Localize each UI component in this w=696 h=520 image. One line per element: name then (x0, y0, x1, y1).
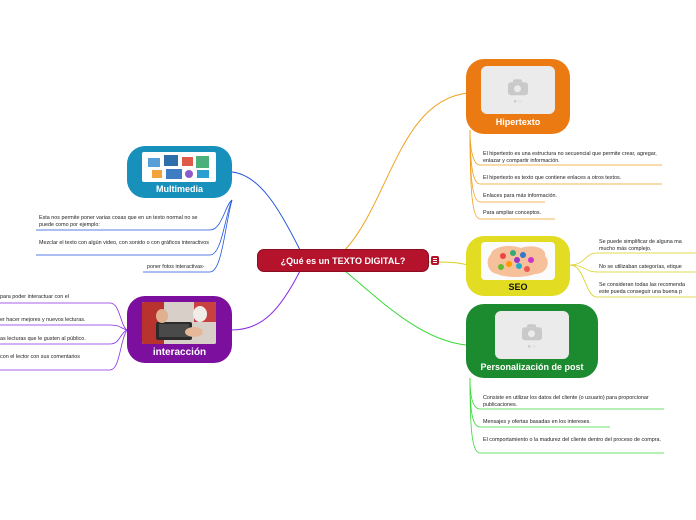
topic-interaccion[interactable]: interacción (127, 296, 232, 363)
personalizacion-item-2: Mensajes y ofertas basadas en los intere… (483, 419, 591, 425)
multimedia-item-3: poner fotos interactivas- (147, 264, 205, 270)
personalizacion-item-1: Consiste en utilizar los datos del clien… (483, 395, 649, 408)
interaccion-item-2: er hacer mejores y nuevos lecturas. (0, 317, 86, 323)
central-topic-label: ¿Qué es un TEXTO DIGITAL? (280, 255, 406, 266)
topic-interaccion-label: interacción (152, 347, 207, 358)
multimedia-item-1: Esta nos permite poner varias cosas que … (39, 215, 198, 228)
interaccion-item-1: para poder interactuar con el (0, 294, 69, 300)
image-placeholder: ●○ (481, 66, 555, 114)
seo-image (481, 242, 555, 280)
image-placeholder: ●○ (495, 311, 569, 359)
notes-icon[interactable] (431, 256, 439, 265)
seo-item-3: Se consideran todas las recomenda este p… (599, 282, 686, 295)
seo-item-2: No se utilizaban categorías, etique (599, 264, 682, 270)
multimedia-item-2: Mezclar el texto con algún video, con so… (39, 240, 209, 246)
topic-seo[interactable]: SEO (466, 236, 570, 296)
camera-icon (522, 324, 542, 341)
topic-hipertexto-label: Hipertexto (495, 117, 541, 127)
topic-multimedia[interactable]: Multimedia (127, 146, 232, 198)
interaccion-item-4: con el lector con sus comentarios (0, 354, 80, 360)
topic-personalizacion-label: Personalización de post (480, 362, 584, 372)
topic-seo-label: SEO (508, 282, 528, 292)
multimedia-image (142, 152, 216, 182)
topic-multimedia-label: Multimedia (155, 184, 203, 194)
seo-item-1: Se puede simplificar de alguna ma mucho … (599, 239, 682, 252)
interaccion-image (142, 302, 216, 344)
topic-hipertexto[interactable]: ●○ Hipertexto (466, 59, 570, 134)
camera-icon (508, 79, 528, 96)
personalizacion-item-3: El comportamiento o la madurez del clien… (483, 437, 661, 443)
topic-personalizacion[interactable]: ●○ Personalización de post (466, 304, 598, 378)
interaccion-item-3: as lecturas que le gusten al público. (0, 336, 86, 342)
hipertexto-item-2: El hipertexto es texto que contiene enla… (483, 175, 622, 181)
hipertexto-item-4: Para ampliar conceptos. (483, 210, 542, 216)
hipertexto-item-1: El hipertexto es una estructura no secue… (483, 151, 657, 164)
hipertexto-item-3: Enlaces para más información. (483, 193, 558, 199)
central-topic[interactable]: ¿Qué es un TEXTO DIGITAL? (258, 250, 428, 271)
